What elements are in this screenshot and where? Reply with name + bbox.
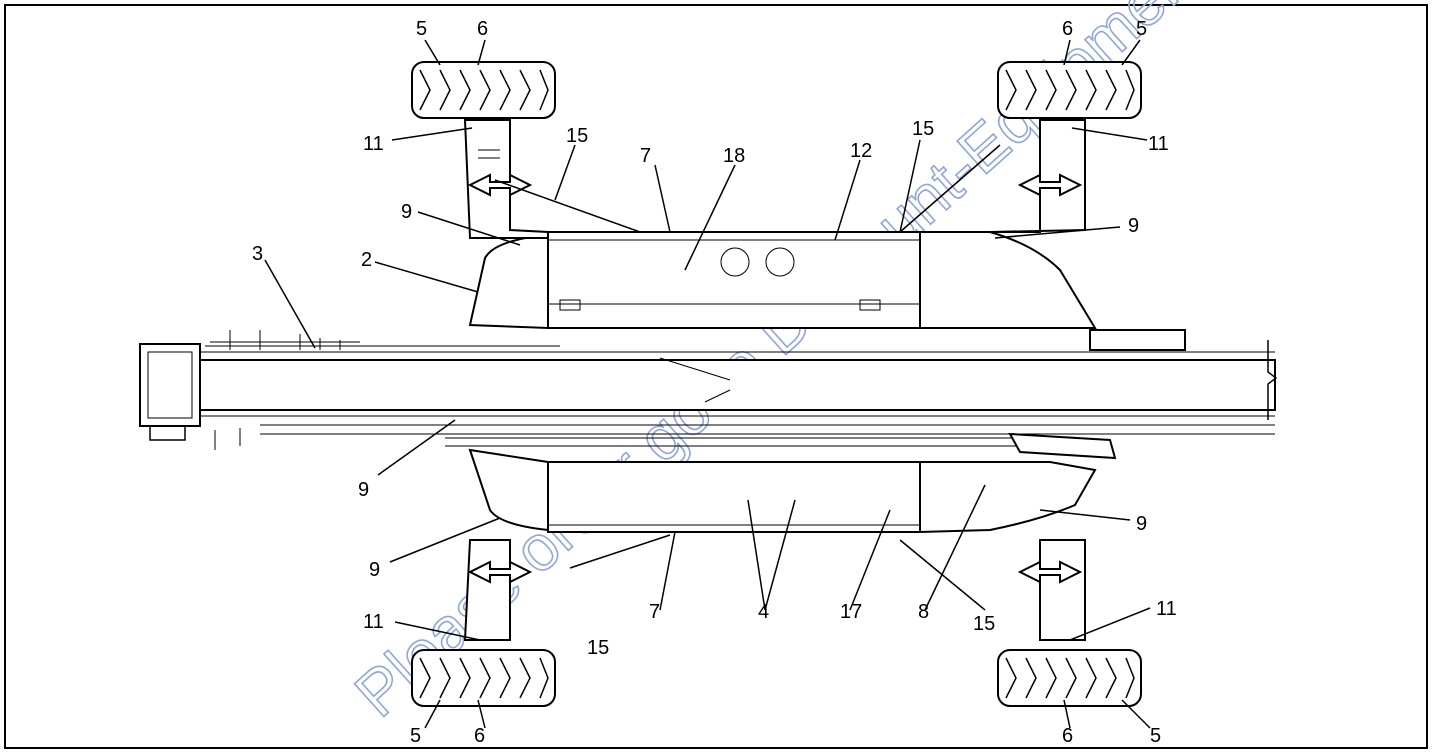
outrigger-arms <box>463 119 1086 641</box>
callout-11: 11 <box>1148 133 1169 155</box>
callout-5: 5 <box>416 18 427 40</box>
callout-9: 9 <box>1136 513 1147 535</box>
callout-4: 4 <box>758 601 769 623</box>
callout-2: 2 <box>361 249 372 271</box>
callout-12: 12 <box>850 140 872 162</box>
callout-6: 6 <box>477 18 488 40</box>
callout-11: 11 <box>363 611 384 633</box>
callout-5: 5 <box>1150 725 1161 747</box>
tire-bottom-right <box>997 649 1142 707</box>
tire-top-left <box>411 61 556 119</box>
lower-outrigger-box <box>468 448 1097 534</box>
callout-6: 6 <box>1062 18 1073 40</box>
callout-15: 15 <box>566 125 588 147</box>
tires <box>411 61 1142 707</box>
callout-11: 11 <box>363 133 384 155</box>
tire-top-right <box>997 61 1142 119</box>
callout-7: 7 <box>640 145 651 167</box>
callout-15: 15 <box>912 118 934 140</box>
callout-9: 9 <box>358 479 369 501</box>
callout-18: 18 <box>723 145 745 167</box>
boom-assembly <box>139 329 1278 460</box>
callout-5: 5 <box>1136 18 1147 40</box>
tire-bottom-left <box>411 649 556 707</box>
callout-5: 5 <box>410 725 421 747</box>
callout-3: 3 <box>252 243 263 265</box>
callout-8: 8 <box>918 601 929 623</box>
callout-15: 15 <box>587 637 609 659</box>
callout-labels: 5 6 6 5 11 15 7 18 12 15 11 9 9 3 2 9 9 … <box>252 18 1177 747</box>
upper-outrigger-box <box>468 231 1097 330</box>
callout-9: 9 <box>369 559 380 581</box>
callout-11: 11 <box>1156 598 1177 620</box>
callout-9: 9 <box>401 201 412 223</box>
callout-9: 9 <box>1128 215 1139 237</box>
callout-17: 17 <box>840 601 862 623</box>
callout-7: 7 <box>649 601 660 623</box>
callout-6: 6 <box>474 725 485 747</box>
diagram-frame <box>4 4 1428 749</box>
leader-lines <box>264 39 1151 729</box>
callout-6: 6 <box>1062 725 1073 747</box>
callout-15: 15 <box>973 613 995 635</box>
